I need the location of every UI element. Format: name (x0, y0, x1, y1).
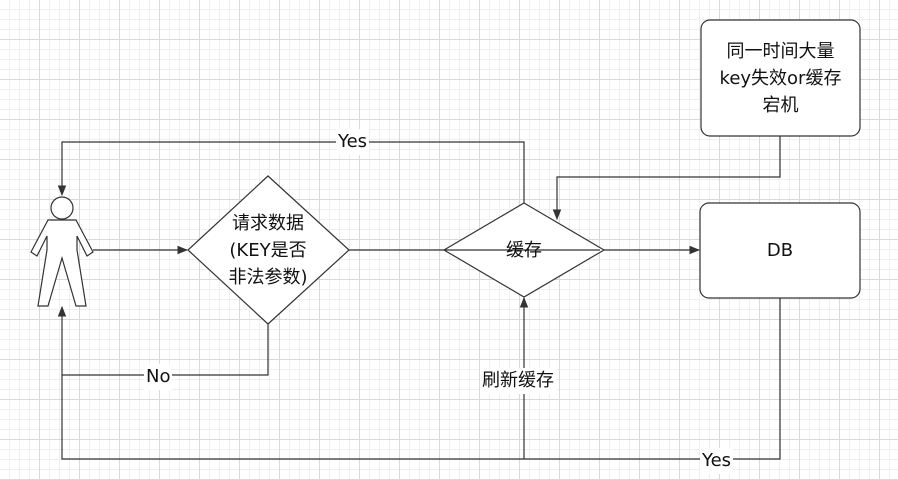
edge-db-yes-to-actor (57, 298, 781, 460)
db-label: DB (766, 240, 794, 261)
note-line-1: 同一时间大量 (726, 40, 835, 62)
request-line-3: 非法参数) (228, 266, 308, 288)
cache-failure-note-label: 同一时间大量 key失效or缓存 宕机 (701, 26, 860, 130)
edge-note-to-cache (552, 136, 781, 221)
edge-label-yes-top: Yes (336, 129, 370, 155)
edge-label-yes-bottom: Yes (700, 448, 734, 474)
note-line-3: 宕机 (762, 94, 799, 116)
edge-request-no-to-actor (62, 324, 269, 376)
cache-label: 缓存 (506, 240, 542, 261)
note-line-2: key失效or缓存 (719, 67, 842, 89)
edge-cache-yes-to-actor (57, 141, 525, 203)
edge-label-no: No (144, 364, 173, 390)
edge-label-refresh-cache: 刷新缓存 (480, 368, 556, 394)
request-line-2: (KEY是否 (229, 239, 307, 261)
user-actor-icon[interactable] (30, 196, 94, 307)
request-validation-label: 请求数据 (KEY是否 非法参数) (198, 210, 338, 290)
request-line-1: 请求数据 (232, 212, 304, 234)
